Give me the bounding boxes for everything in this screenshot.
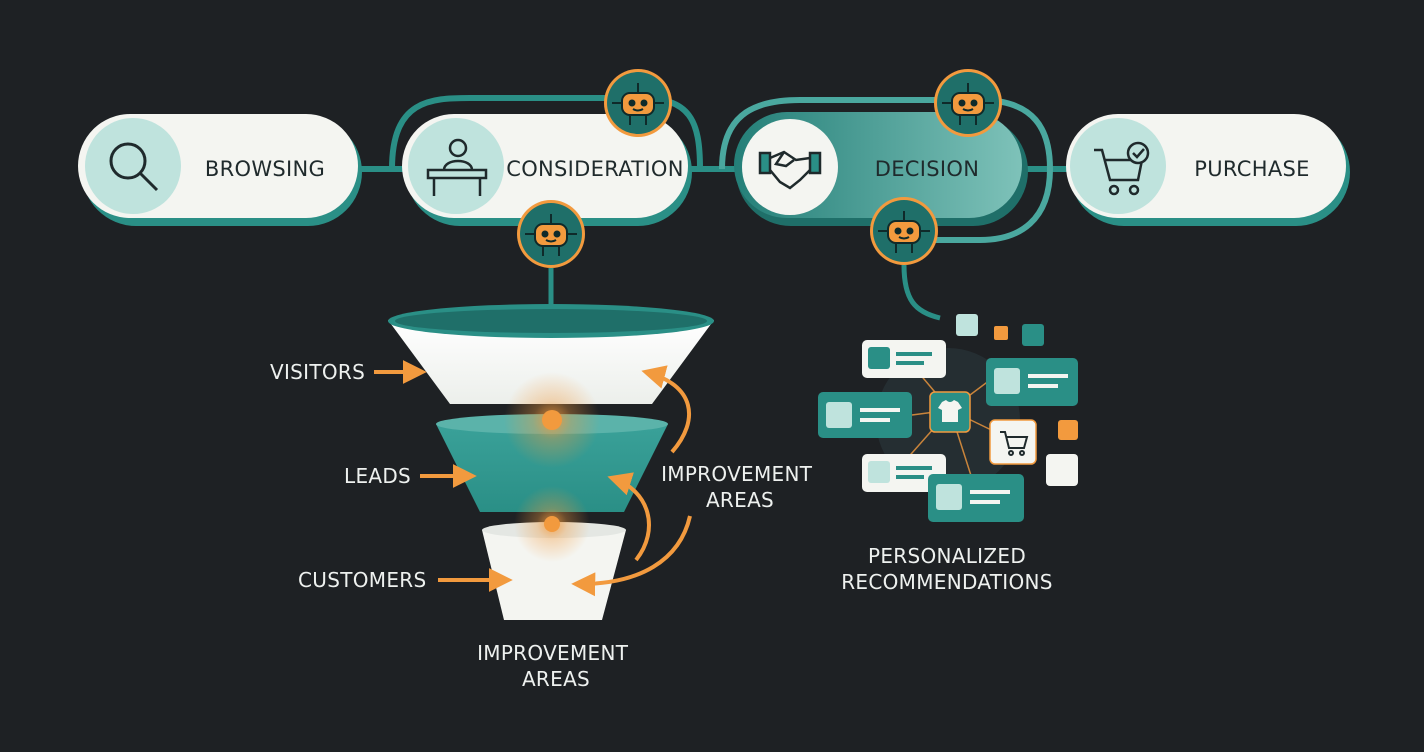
stage-browsing[interactable]: BROWSING (78, 114, 362, 226)
improvement-label-right-line1: IMPROVEMENT (661, 462, 813, 486)
magnifier-icon (109, 142, 159, 192)
funnel-level-customers (482, 530, 626, 620)
handshake-icon (758, 150, 822, 190)
browsing-icon-bg (85, 118, 181, 214)
improvement-label-bottom: IMPROVEMENT AREAS (477, 641, 635, 691)
robot-icon (878, 211, 930, 253)
funnel-label-customers: CUSTOMERS (298, 568, 426, 592)
consideration-arc-track (389, 95, 703, 170)
improvement-label-bottom-line1: IMPROVEMENT (477, 641, 629, 665)
improvement-label-right: IMPROVEMENT AREAS (661, 462, 819, 512)
stage-decision[interactable]: DECISION (734, 112, 1028, 226)
person-at-desk-icon (426, 138, 488, 196)
stage-label-consideration: CONSIDERATION (506, 157, 684, 181)
product-node[interactable] (929, 391, 971, 433)
robot-icon (612, 83, 664, 125)
funnel (388, 304, 714, 620)
ai-badge-decision-bottom (870, 197, 938, 265)
funnel-level-visitors (388, 320, 714, 404)
stage-consideration[interactable]: CONSIDERATION (402, 114, 692, 226)
stage-label-decision: DECISION (875, 157, 979, 181)
deco-square (1058, 420, 1078, 440)
deco-square (956, 314, 978, 336)
stage-label-browsing: BROWSING (205, 157, 325, 181)
recommendations-label-line2: RECOMMENDATIONS (841, 570, 1053, 594)
recommendation-card[interactable] (928, 474, 1024, 522)
cart-check-icon (1094, 141, 1150, 196)
stage-label-purchase: PURCHASE (1194, 157, 1309, 181)
consideration-icon-bg (408, 118, 504, 214)
funnel-label-leads: LEADS (344, 464, 411, 488)
improvement-label-bottom-line2: AREAS (522, 667, 590, 691)
deco-square (994, 326, 1008, 340)
robot-icon (525, 214, 577, 256)
recommendation-card[interactable] (986, 358, 1078, 406)
cart-node[interactable] (989, 419, 1037, 465)
improvement-arrow-1 (641, 365, 692, 454)
recommendation-card[interactable] (862, 340, 946, 378)
recommendations-label-line1: PERSONALIZED (868, 544, 1026, 568)
ai-badge-decision-top (934, 69, 1002, 137)
recommendation-card[interactable] (862, 454, 946, 492)
ai-badge-consideration-top (604, 69, 672, 137)
improvement-arrow-3 (571, 515, 692, 597)
funnel-label-visitors: VISITORS (270, 360, 365, 384)
t-shirt-icon (938, 400, 962, 422)
recommendation-card[interactable] (818, 392, 912, 438)
robot-icon (942, 83, 994, 125)
deco-square (1022, 324, 1044, 346)
ai-badge-consideration-bottom (517, 200, 585, 268)
deco-square (1046, 454, 1078, 486)
improvement-arrow-2 (607, 472, 651, 562)
shopping-cart-icon (1000, 431, 1029, 456)
decision-arc-track (719, 97, 1054, 243)
recommendations-cluster (818, 314, 1078, 522)
decision-icon-bg (742, 119, 838, 215)
purchase-icon-bg (1070, 118, 1166, 214)
recommendations-connector (901, 264, 941, 321)
stage-purchase[interactable]: PURCHASE (1066, 114, 1350, 226)
improvement-label-right-line2: AREAS (706, 488, 774, 512)
